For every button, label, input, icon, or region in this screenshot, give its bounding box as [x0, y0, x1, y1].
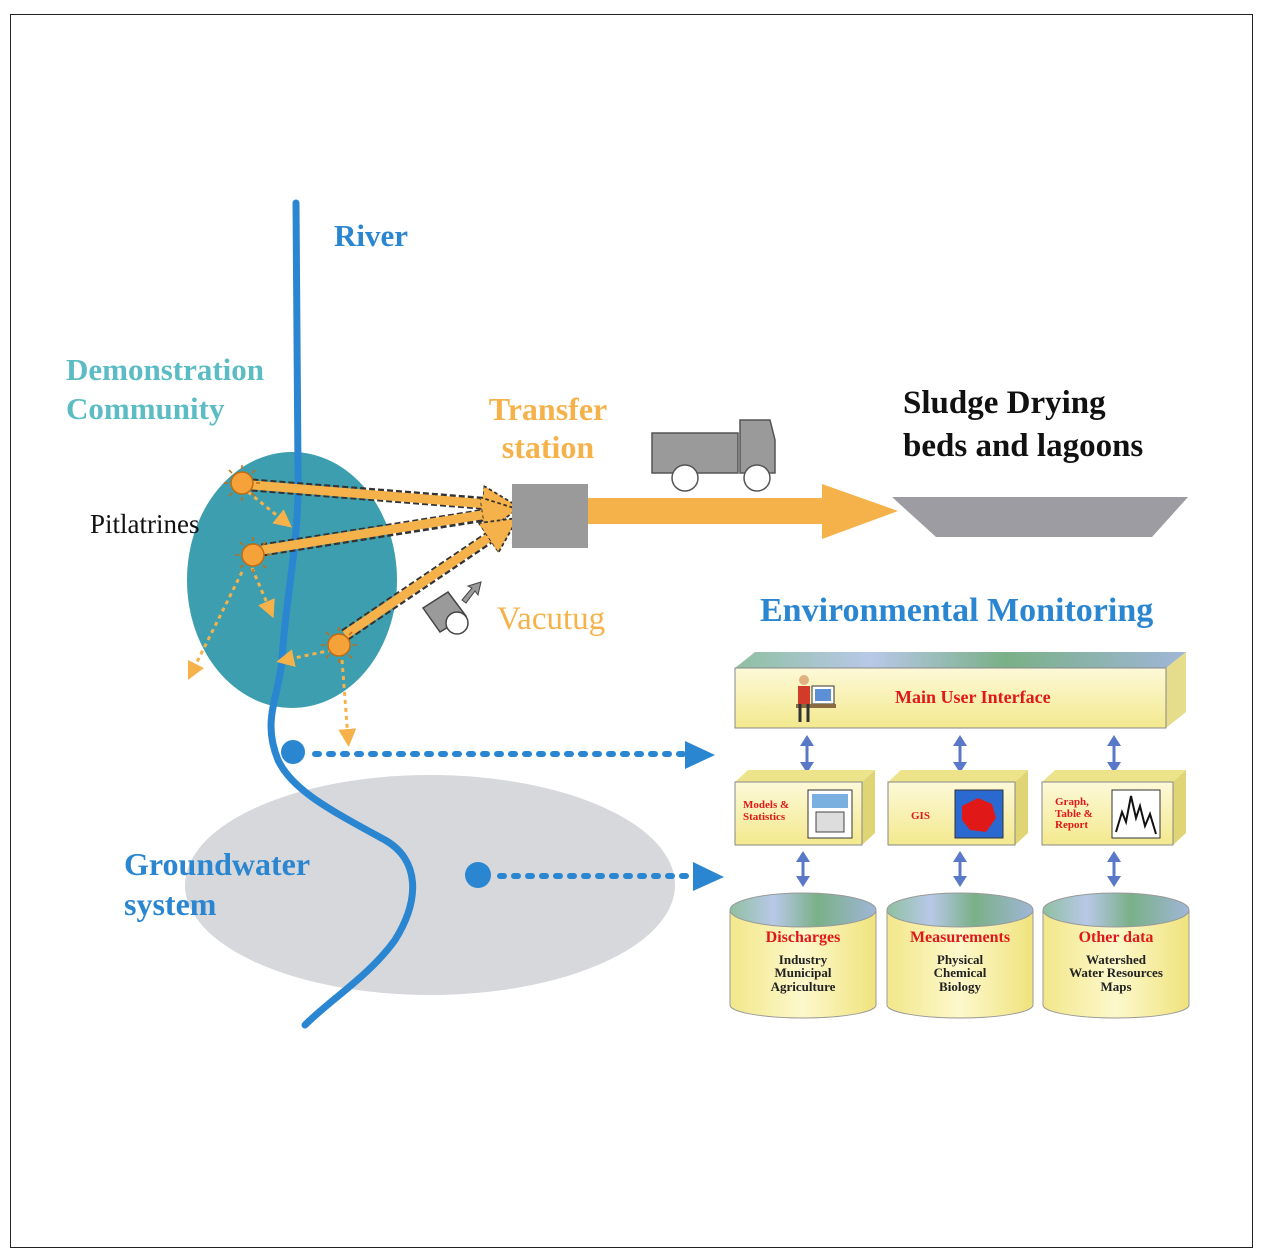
- discharges-database: [729, 892, 877, 1019]
- groundwater-zone: [185, 775, 675, 995]
- gis-label: GIS: [911, 810, 930, 823]
- transfer-label-line2: station: [501, 428, 595, 465]
- gis-box: [887, 770, 1028, 846]
- groundwater-label-line2: system: [124, 885, 217, 922]
- database-item: Maps: [1100, 979, 1132, 995]
- database-title: Measurements: [909, 929, 1011, 946]
- database-item: Watershed: [1086, 951, 1146, 967]
- database-item: Industry: [778, 951, 828, 967]
- database-item: Municipal: [774, 965, 832, 981]
- sludge-drying-bed: [892, 497, 1188, 537]
- pitlatrine-icon: [235, 537, 271, 573]
- module-label-line: GIS: [911, 810, 930, 822]
- models-statistics-label: Models & Statistics: [743, 799, 790, 823]
- truck-icon: [651, 419, 776, 492]
- transfer-station-box: [512, 484, 588, 548]
- discharges-text: Discharges Industry Municipal Agricultur…: [728, 929, 878, 995]
- module-label-line: Table &: [1055, 807, 1093, 820]
- other-data-text: Other data Watershed Water Resources Map…: [1041, 929, 1191, 995]
- latrine-flows: [251, 478, 508, 641]
- pitlatrine-icon: [321, 627, 357, 663]
- groundwater-label-line1: Groundwater: [124, 846, 311, 882]
- river-label: River: [334, 218, 409, 253]
- pitlatrines-label: Pitlatrines: [90, 509, 200, 539]
- database-item: Chemical: [933, 965, 987, 981]
- seepage-arrows: [187, 490, 357, 747]
- sludge-drying-label: Sludge Drying beds and lagoons: [903, 386, 1143, 463]
- transport-arrow: [588, 484, 898, 539]
- measurements-database: [886, 892, 1034, 1019]
- pitlatrine-icon: [224, 465, 260, 501]
- database-title: Discharges: [765, 929, 841, 946]
- transfer-station-label: Transfer station: [468, 391, 628, 465]
- sludge-label-line1: Sludge Drying: [903, 385, 1106, 421]
- sludge-label-line2: beds and lagoons: [903, 427, 1144, 464]
- groundwater-label: Groundwater system: [124, 846, 311, 922]
- main-user-interface-label: Main User Interface: [895, 687, 1051, 707]
- database-item: Physical: [936, 951, 984, 967]
- groundwater-monitoring-link: [465, 862, 724, 891]
- figure-frame: [10, 14, 1253, 1248]
- measurements-text: Measurements Physical Chemical Biology: [885, 929, 1035, 995]
- community-label-line1: Demonstration: [66, 352, 265, 387]
- user-at-computer-icon: [796, 675, 836, 722]
- module-label-line: Statistics: [743, 810, 786, 823]
- module-label-line: Models &: [743, 799, 790, 811]
- community-label-line2: Community: [66, 390, 225, 426]
- community-label: Demonstration Community: [66, 352, 265, 426]
- database-item: Biology: [939, 979, 981, 995]
- transfer-label-line1: Transfer: [488, 391, 608, 427]
- database-item: Agriculture: [770, 979, 836, 995]
- environmental-monitoring-title: Environmental Monitoring: [760, 592, 1154, 629]
- vacutug-label: Vacutug: [497, 601, 606, 637]
- river-monitoring-link: [281, 740, 715, 769]
- database-item: Water Resources: [1069, 965, 1163, 981]
- vacutug-icon: [421, 581, 482, 635]
- graph-table-report-box: [1041, 770, 1186, 846]
- database-title: Other data: [1078, 929, 1154, 946]
- river-line: [267, 199, 417, 1029]
- models-statistics-box: [734, 770, 875, 846]
- other-data-database: [1042, 892, 1190, 1019]
- ui-module-connectors: [800, 735, 1121, 773]
- module-label-line: Report: [1055, 819, 1088, 832]
- module-label-line: Graph,: [1055, 796, 1089, 808]
- module-database-connectors: [796, 851, 1121, 887]
- graph-table-report-label: Graph, Table & Report: [1055, 796, 1093, 832]
